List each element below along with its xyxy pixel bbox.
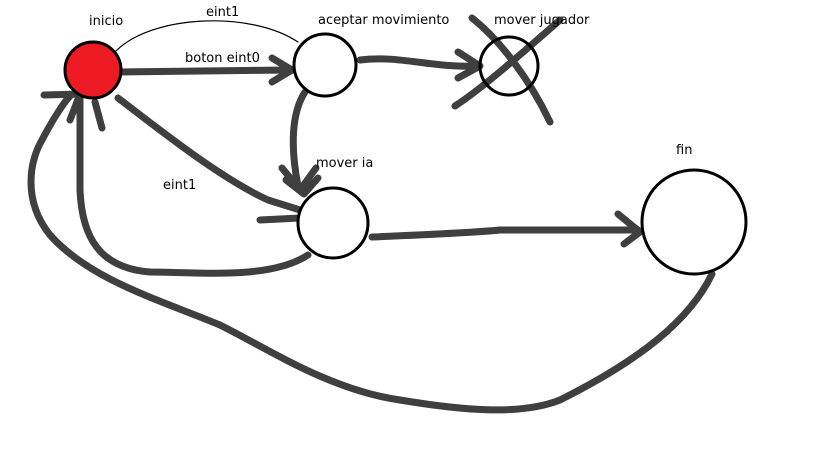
state-fin — [640, 168, 748, 276]
edge-inicio-to-mover-ia — [114, 94, 304, 214]
label-fin: fin — [676, 143, 693, 158]
edge-aceptar-to-mover-ia — [289, 88, 309, 190]
arrowhead-fin — [614, 210, 644, 248]
edge-mover-ia-to-inicio — [76, 94, 312, 277]
arrowhead-aceptar — [268, 54, 296, 86]
state-inicio — [63, 40, 123, 100]
label-edge-eint1-middle: eint1 — [163, 178, 197, 193]
edge-aceptar-to-mover-jugador — [356, 55, 482, 70]
edge-mover-ia-to-fin — [368, 226, 642, 241]
state-aceptar-movimiento — [292, 32, 358, 98]
edge-aceptar-to-inicio-thin — [114, 20, 299, 53]
label-mover-jugador: mover jugador — [494, 13, 590, 28]
label-mover-ia: mover ia — [316, 156, 374, 171]
state-mover-jugador — [478, 35, 540, 97]
label-edge-boton-eint0: boton eint0 — [185, 51, 260, 66]
label-aceptar-movimiento: aceptar movimiento — [318, 13, 450, 28]
label-edge-eint1-top: eint1 — [206, 5, 240, 20]
edge-inicio-to-aceptar — [116, 66, 294, 76]
edge-fin-to-inicio — [27, 92, 716, 414]
cross-mark — [451, 14, 564, 126]
state-mover-ia — [296, 186, 370, 260]
arrowhead-mover-ia-left — [256, 214, 304, 224]
label-inicio: inicio — [89, 14, 124, 29]
arrowhead-mover-ia-top — [278, 164, 322, 198]
